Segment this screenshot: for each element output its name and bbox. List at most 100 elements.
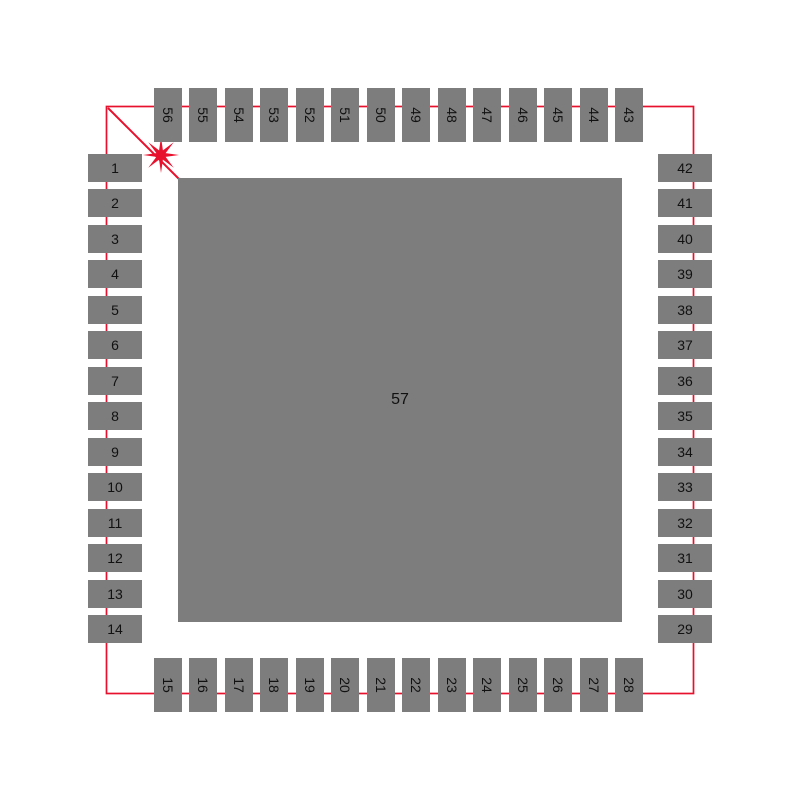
pin-number: 2 xyxy=(111,195,119,211)
package-outline xyxy=(105,105,695,695)
pin-number: 40 xyxy=(677,230,693,247)
pin-number: 13 xyxy=(107,585,123,602)
pad-pin-45: 45 xyxy=(544,88,572,142)
pad-pin-11: 11 xyxy=(88,508,142,537)
pad-pin-27: 27 xyxy=(579,658,608,712)
pad-pin-26: 26 xyxy=(544,658,572,712)
pin-number: 23 xyxy=(443,677,460,693)
pad-pin-53: 53 xyxy=(260,88,288,142)
pad-pin-8: 8 xyxy=(88,402,142,430)
pin-number: 26 xyxy=(549,677,566,693)
pad-pin-22: 22 xyxy=(402,658,430,712)
thermal-pad-number: 57 xyxy=(391,391,409,408)
pin-number: 18 xyxy=(265,677,282,693)
pad-pin-21: 21 xyxy=(366,658,395,712)
pin-number: 30 xyxy=(677,585,693,602)
pad-pin-17: 17 xyxy=(224,658,253,712)
pin-number: 32 xyxy=(677,514,693,531)
pin-number: 1 xyxy=(111,159,119,176)
pin-number: 54 xyxy=(230,107,247,123)
pad-pin-18: 18 xyxy=(260,658,288,712)
pad-pin-23: 23 xyxy=(437,658,466,712)
pad-pin-48: 48 xyxy=(437,88,466,142)
pad-pin-39: 39 xyxy=(658,260,712,288)
pad-pin-32: 32 xyxy=(658,508,712,537)
pin-number: 50 xyxy=(372,107,389,123)
pin-number: 24 xyxy=(478,677,495,693)
pad-pin-7: 7 xyxy=(88,366,142,395)
pad-pin-54: 54 xyxy=(224,88,253,142)
pad-pin-55: 55 xyxy=(189,88,217,142)
pin-number: 22 xyxy=(407,677,424,693)
pad-pin-43: 43 xyxy=(615,88,643,142)
pad-pin-20: 20 xyxy=(331,658,359,712)
pin-number: 39 xyxy=(677,266,693,282)
pin-number: 44 xyxy=(585,107,602,123)
pad-pin-46: 46 xyxy=(508,88,537,142)
pad-pin-3: 3 xyxy=(88,224,142,253)
pin-number: 17 xyxy=(230,677,247,693)
pin-number: 5 xyxy=(111,301,119,318)
pin-number: 6 xyxy=(111,337,119,353)
pin-number: 14 xyxy=(107,621,123,637)
pad-pin-41: 41 xyxy=(658,189,712,217)
pin-number: 29 xyxy=(677,621,693,637)
pad-pin-31: 31 xyxy=(658,544,712,572)
pad-pin-14: 14 xyxy=(88,615,142,643)
pad-pin-24: 24 xyxy=(473,658,501,712)
pad-pin-28: 28 xyxy=(615,658,643,712)
pin-number: 48 xyxy=(443,107,460,123)
pad-pin-12: 12 xyxy=(88,544,142,572)
pad-pin-19: 19 xyxy=(295,658,324,712)
pin-number: 47 xyxy=(478,107,495,123)
pad-pin-30: 30 xyxy=(658,579,712,608)
pin-number: 3 xyxy=(111,230,119,247)
pin-number: 51 xyxy=(336,107,353,123)
pin-number: 25 xyxy=(514,677,531,693)
pin-number: 12 xyxy=(107,550,123,566)
pad-pin-51: 51 xyxy=(331,88,359,142)
pin-number: 27 xyxy=(585,677,602,693)
pin-number: 28 xyxy=(620,677,637,693)
pad-pin-49: 49 xyxy=(402,88,430,142)
pad-pin-13: 13 xyxy=(88,579,142,608)
pin-number: 4 xyxy=(111,266,119,282)
pad-pin-5: 5 xyxy=(88,295,142,324)
pin-number: 7 xyxy=(111,372,119,389)
pad-pin-44: 44 xyxy=(579,88,608,142)
thermal-pad: 57 xyxy=(178,178,622,622)
pin-number: 16 xyxy=(194,677,211,693)
pad-pin-47: 47 xyxy=(473,88,501,142)
pin-number: 42 xyxy=(677,159,693,176)
pad-pin-15: 15 xyxy=(153,658,182,712)
pad-pin-25: 25 xyxy=(508,658,537,712)
pad-pin-36: 36 xyxy=(658,366,712,395)
pad-pin-6: 6 xyxy=(88,331,142,359)
pin-number: 35 xyxy=(677,408,693,424)
pin-number: 15 xyxy=(159,677,176,693)
pad-pin-2: 2 xyxy=(88,189,142,217)
pin-number: 55 xyxy=(194,107,211,123)
pin-number: 52 xyxy=(301,107,318,123)
pin-number: 43 xyxy=(620,107,637,123)
pin-number: 10 xyxy=(107,479,123,495)
pad-pin-33: 33 xyxy=(658,473,712,501)
pad-pin-56: 56 xyxy=(153,88,182,142)
pin1-chamfer-line xyxy=(107,107,182,182)
pin-number: 19 xyxy=(301,677,318,693)
pad-pin-50: 50 xyxy=(366,88,395,142)
pad-pin-1: 1 xyxy=(88,153,142,182)
pad-pin-4: 4 xyxy=(88,260,142,288)
pin-number: 36 xyxy=(677,372,693,389)
pad-pin-9: 9 xyxy=(88,437,142,466)
pad-pin-40: 40 xyxy=(658,224,712,253)
pin-number: 11 xyxy=(107,514,123,531)
pad-pin-16: 16 xyxy=(189,658,217,712)
pin-number: 21 xyxy=(372,677,389,693)
pin-number: 9 xyxy=(111,443,119,460)
pad-pin-38: 38 xyxy=(658,295,712,324)
pin-number: 8 xyxy=(111,408,119,424)
